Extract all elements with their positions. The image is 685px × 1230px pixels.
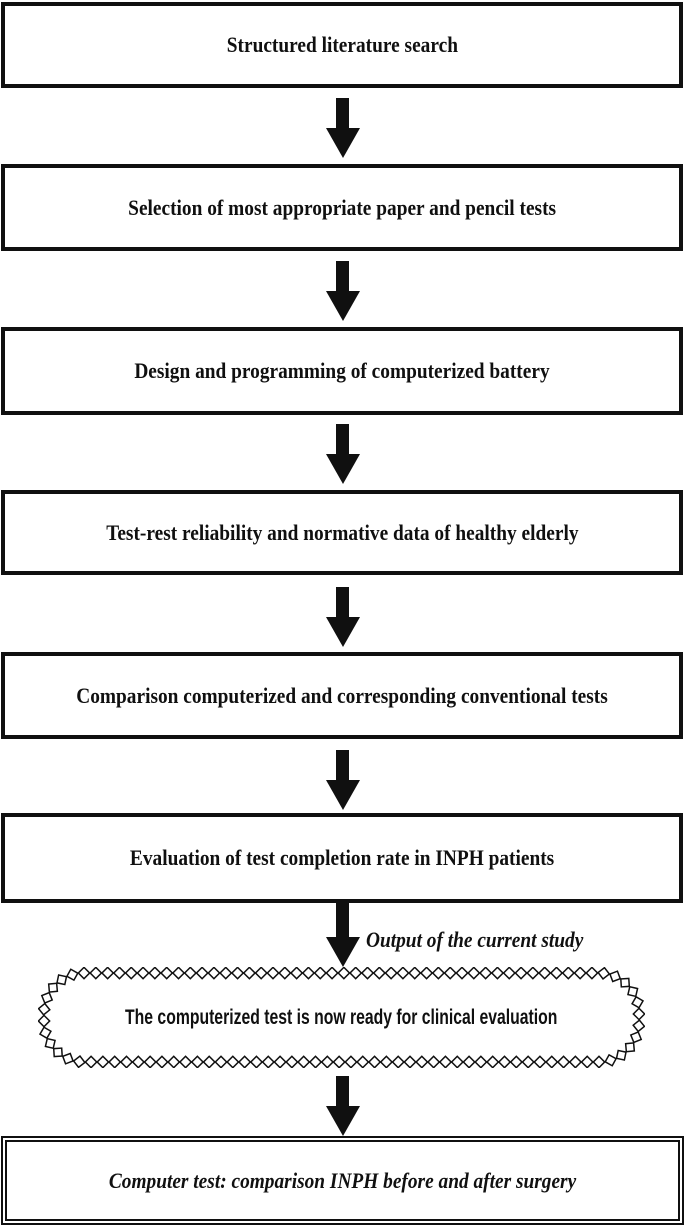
arrow-shaft <box>336 587 349 617</box>
flow-step-comparison-tests: Comparison computerized and correspondin… <box>1 652 683 739</box>
flow-step-label: Design and programming of computerized b… <box>134 358 550 383</box>
arrow-shaft <box>336 1076 349 1106</box>
down-arrow-icon <box>325 98 360 158</box>
arrow-head <box>325 291 360 321</box>
down-arrow-icon <box>325 261 360 321</box>
arrow-shaft <box>336 424 349 454</box>
down-arrow-icon <box>325 1076 360 1136</box>
flow-step-label: Evaluation of test completion rate in IN… <box>129 845 555 870</box>
arrow-shaft <box>336 750 349 780</box>
down-arrow-icon <box>325 424 360 484</box>
flow-step-label: Comparison computerized and correspondin… <box>76 682 608 708</box>
final-box: Computer test: comparison INPH before an… <box>1 1136 684 1225</box>
arrow-head <box>325 128 360 158</box>
down-arrow-icon <box>325 903 360 967</box>
final-box-label: Computer test: comparison INPH before an… <box>108 1167 577 1193</box>
flow-step-label: Structured literature search <box>226 32 458 57</box>
flow-step-evaluation-completion-rate: Evaluation of test completion rate in IN… <box>1 813 683 903</box>
arrow-head <box>325 937 360 967</box>
flow-step-label: Test-rest reliability and normative data… <box>105 519 579 545</box>
arrow-head <box>325 780 360 810</box>
flow-step-label: Selection of most appropriate paper and … <box>128 194 556 220</box>
arrow-shaft <box>336 261 349 291</box>
diamond-border-decoration <box>38 967 645 1068</box>
flow-step-structured-literature-search: Structured literature search <box>1 2 683 88</box>
arrow-head <box>325 617 360 647</box>
result-box-label: The computerized test is now ready for c… <box>125 1005 558 1029</box>
arrow-shaft <box>336 903 349 937</box>
arrow-head <box>325 1106 360 1136</box>
flow-step-test-rest-reliability: Test-rest reliability and normative data… <box>1 490 683 575</box>
flow-step-design-programming: Design and programming of computerized b… <box>1 327 683 415</box>
down-arrow-icon <box>325 750 360 810</box>
final-box-inner-border: Computer test: comparison INPH before an… <box>5 1140 680 1221</box>
arrow-shaft <box>336 98 349 128</box>
down-arrow-icon <box>325 587 360 647</box>
result-box: The computerized test is now ready for c… <box>38 967 645 1068</box>
arrow-head <box>325 454 360 484</box>
arrow-annotation: Output of the current study <box>366 927 584 952</box>
flow-step-selection-of-tests: Selection of most appropriate paper and … <box>1 164 683 251</box>
